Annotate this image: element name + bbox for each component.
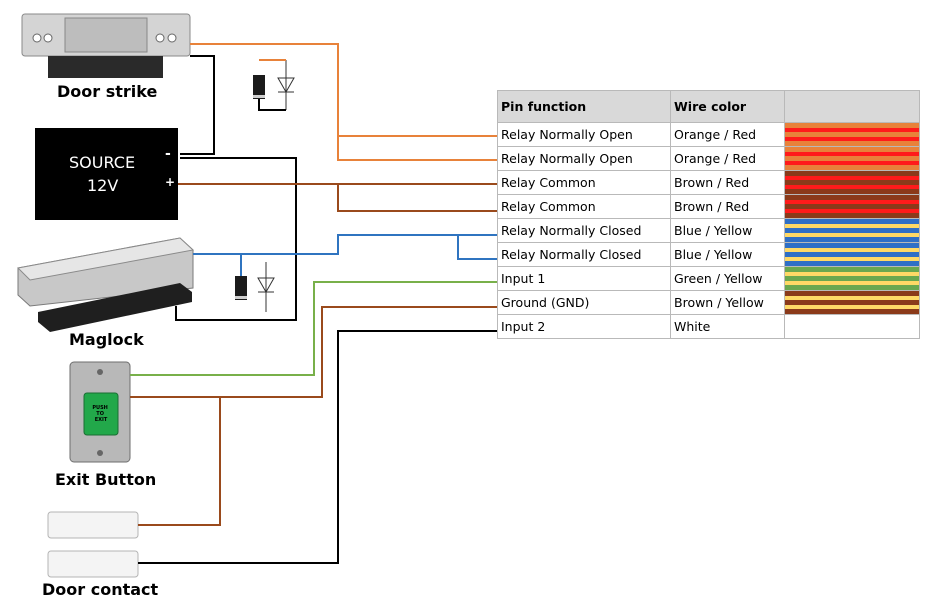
wires (130, 43, 498, 564)
wire-orange-2 (337, 44, 498, 161)
wire-color-cell: Brown / Red (670, 170, 785, 195)
pin-function-cell: Input 1 (497, 266, 671, 291)
pin-function-cell: Relay Normally Open (497, 146, 671, 171)
table-row: Ground (GND)Brown / Yellow (497, 290, 920, 315)
exit-button-label: Exit Button (55, 470, 157, 489)
wire-swatch-cell (784, 122, 920, 147)
wire-blue-2 (457, 235, 498, 260)
wire-swatch-cell (784, 170, 920, 195)
pin-table-header: Pin function Wire color (497, 90, 920, 123)
wire-color-cell: Brown / Red (670, 194, 785, 219)
wire-brown-contact (138, 397, 221, 526)
door-contact-image (47, 511, 139, 578)
header-swatch (784, 90, 920, 123)
exit-button-face-text: PUSH TO EXIT (92, 405, 109, 423)
pin-function-cell: Ground (GND) (497, 290, 671, 315)
wire-black-psu-neg (175, 157, 297, 321)
diode-bottom (235, 262, 275, 312)
door-strike-label: Door strike (57, 82, 158, 101)
diode-top (253, 60, 295, 110)
wire-brown-2 (337, 184, 498, 212)
power-supply-title: SOURCE (69, 153, 136, 172)
maglock-label: Maglock (69, 330, 144, 349)
door-contact-label: Door contact (42, 580, 159, 599)
pin-function-cell: Relay Normally Open (497, 122, 671, 147)
wire-color-swatch (785, 267, 919, 290)
wire-brown-gnd (130, 306, 498, 398)
header-wire-color: Wire color (670, 90, 785, 123)
wire-swatch-cell (784, 242, 920, 267)
wire-color-cell: Orange / Red (670, 146, 785, 171)
power-supply: SOURCE 12V - + (35, 128, 178, 220)
wire-swatch-cell (784, 266, 920, 291)
pin-table: Pin function Wire color Relay Normally O… (497, 90, 920, 339)
door-strike-image (21, 13, 191, 78)
power-supply-positive-terminal: + (165, 175, 176, 189)
wire-blue-1 (193, 234, 498, 255)
wire-swatch-cell (784, 146, 920, 171)
wire-swatch-cell (784, 194, 920, 219)
wire-color-cell: White (670, 314, 785, 339)
pin-function-cell: Relay Normally Closed (497, 242, 671, 267)
wire-color-cell: Blue / Yellow (670, 218, 785, 243)
maglock-image (16, 237, 195, 332)
header-pin-function: Pin function (497, 90, 671, 123)
exit-button-image: PUSH TO EXIT (69, 361, 131, 463)
wire-color-swatch (785, 243, 919, 266)
wire-color-cell: Brown / Yellow (670, 290, 785, 315)
pin-function-cell: Input 2 (497, 314, 671, 339)
wire-swatch-cell (784, 218, 920, 243)
wire-orange-1 (190, 43, 498, 137)
wire-color-swatch (785, 291, 919, 314)
wire-swatch-cell (784, 314, 920, 339)
pin-function-cell: Relay Common (497, 194, 671, 219)
wire-swatch-cell (784, 290, 920, 315)
wire-green (130, 281, 498, 376)
wire-color-swatch (785, 195, 919, 218)
wire-black-diode-top (258, 99, 286, 111)
wire-color-cell: Orange / Red (670, 122, 785, 147)
wire-color-swatch (785, 219, 919, 242)
wire-color-swatch (785, 171, 919, 194)
wire-black-input2 (138, 330, 498, 564)
wire-color-swatch (785, 315, 919, 338)
wire-color-swatch (785, 123, 919, 146)
power-supply-negative-terminal: - (165, 146, 171, 162)
wire-color-cell: Blue / Yellow (670, 242, 785, 267)
pin-function-cell: Relay Normally Closed (497, 218, 671, 243)
pin-function-cell: Relay Common (497, 170, 671, 195)
wire-black-strike (180, 55, 215, 155)
wire-color-swatch (785, 147, 919, 170)
wire-color-cell: Green / Yellow (670, 266, 785, 291)
power-supply-voltage: 12V (87, 176, 119, 195)
